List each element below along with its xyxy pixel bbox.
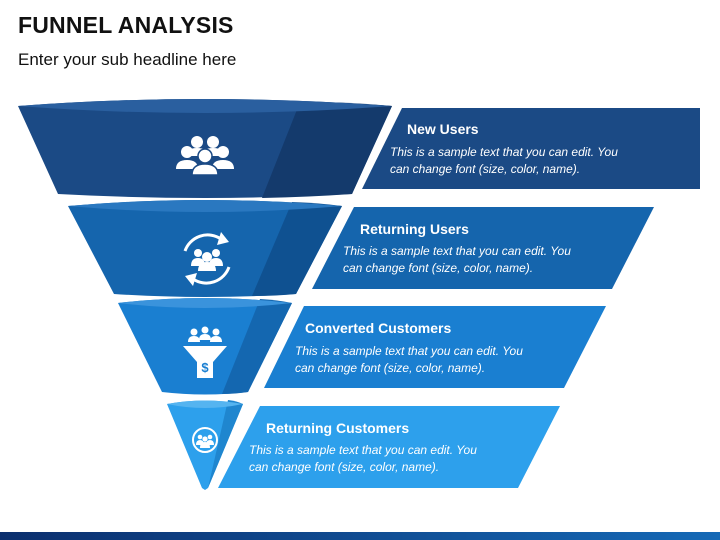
funnel-segment-shade-converted-customers [222, 299, 292, 394]
stage-text-returning-users-line2: can change font (size, color, name). [343, 261, 533, 275]
stage-text-returning-customers-line1: This is a sample text that you can edit.… [249, 443, 477, 457]
sub-headline: Enter your sub headline here [18, 50, 237, 69]
stage-card-converted-customers [264, 306, 606, 388]
funnel-segment-rim-new-users [18, 99, 392, 113]
stage-title-new-users: New Users [407, 121, 479, 137]
returning-users-icon [183, 232, 231, 286]
stage-text-returning-users-line1: This is a sample text that you can edit.… [343, 244, 571, 258]
funnel-segment-rim-converted-customers [118, 298, 292, 308]
stage-card-returning-users [312, 207, 654, 289]
funnel-segment-shade-returning-customers [208, 400, 243, 488]
funnel-stage-returning-users: Returning Users This is a sample text th… [68, 200, 654, 297]
funnel-segment-rim-returning-users [68, 200, 342, 212]
funnel-stage-returning-customers: Returning Customers This is a sample tex… [167, 400, 560, 490]
stage-card-returning-customers [218, 406, 560, 488]
stage-text-converted-customers-line1: This is a sample text that you can edit.… [295, 344, 523, 358]
stage-text-new-users-line2: can change font (size, color, name). [390, 162, 580, 176]
funnel-stage-new-users: New Users This is a sample text that you… [18, 99, 700, 198]
user-group-icon [176, 136, 234, 176]
page-title: FUNNEL ANALYSIS [18, 12, 234, 38]
svg-text:$: $ [201, 360, 209, 375]
stage-text-converted-customers-line2: can change font (size, color, name). [295, 361, 485, 375]
stage-text-new-users-line1: This is a sample text that you can edit.… [390, 145, 618, 159]
funnel-segment-rim-returning-customers [167, 400, 243, 408]
stage-title-returning-customers: Returning Customers [266, 420, 409, 436]
conversion-funnel-icon: $ [183, 326, 227, 378]
funnel-segment-shade-new-users [262, 102, 392, 198]
funnel-stage-converted-customers: Converted Customers This is a sample tex… [118, 298, 606, 395]
funnel-segment-shade-returning-users [252, 202, 342, 296]
stage-title-returning-users: Returning Users [360, 221, 469, 237]
customers-circle-icon [192, 427, 218, 453]
stage-title-converted-customers: Converted Customers [305, 320, 451, 336]
stage-text-returning-customers-line2: can change font (size, color, name). [249, 460, 439, 474]
stage-card-new-users [362, 108, 700, 189]
footer-accent-bar [0, 532, 720, 540]
